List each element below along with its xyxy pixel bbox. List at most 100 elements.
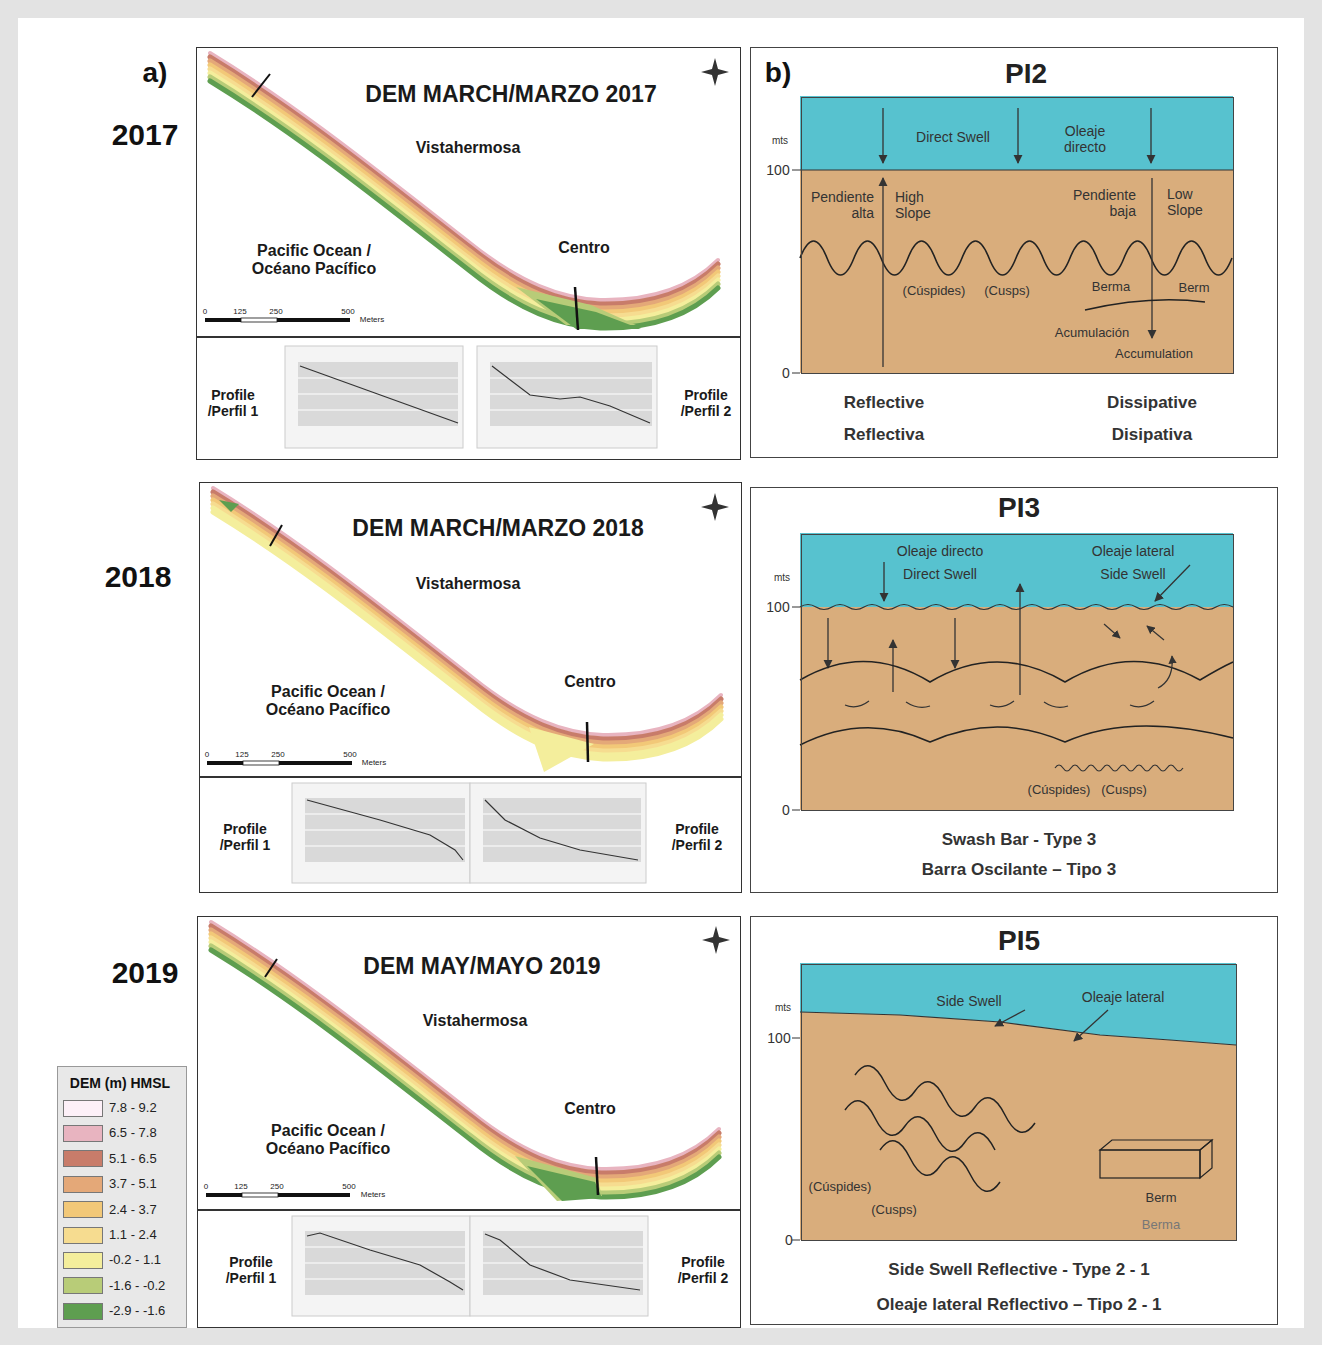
diagram-text: Direct Swell [903,566,977,582]
diagram-text: Acumulación [1055,326,1129,341]
scale-number: 125 [235,750,248,759]
diagram-text: Berm [1178,281,1209,296]
pi3-illustration-part [1104,624,1120,638]
scale-number: Meters [360,315,384,324]
pi2-illustration-part [800,170,1233,171]
dem-map-2019-part [206,1193,242,1197]
pi5-illustration-part [1100,1140,1212,1150]
place-name: Vistahermosa [416,575,521,593]
pi3-illustration-part [800,726,1233,745]
pi2-illustration-part [1017,108,1018,163]
profile-panel: Profile /Perfil 1Profile /Perfil 2 [196,337,741,460]
panel-letter: a) [143,57,168,89]
profile-charts-part [483,798,641,862]
scale-number: 500 [343,750,356,759]
dem-map-2017-part [205,318,241,322]
diagram-text: Berma [1092,280,1130,295]
dem-map-2019-part-part [211,934,719,1181]
profile-charts-part [305,798,465,862]
pi2-illustration-part [800,241,1232,275]
dem-map-2018-part [243,761,279,765]
scale-number: 0 [203,307,207,316]
dem-map-2018-part [279,761,352,765]
legend-text: -1.6 - -0.2 [109,1279,165,1292]
dem-map-2019-part [211,922,719,1201]
pi5-illustration-part [880,1141,1000,1192]
scale-number: Meters [361,1190,385,1199]
dem-map-2018-part-part [213,508,721,755]
ocean-name: Pacific Ocean / Océano Pacífico [253,683,403,720]
diagram-text: Reflective [844,393,924,413]
axis-label: mts [774,572,790,584]
profile-charts-part [298,362,458,426]
dem-map-2017-part [277,318,350,322]
pi3-illustration-part [1147,626,1164,640]
dem-map-2019-part [702,926,730,954]
dem-map-2018-part-part [213,496,721,743]
dem-map-2019-part-part [515,1156,602,1201]
legend-swatch [63,1176,103,1193]
dem-map-2018-part-part [213,504,721,751]
profile-label: Profile /Perfil 1 [203,387,263,419]
dem-map-2019-part-part [527,1166,602,1201]
profile-charts [285,346,657,1316]
diagram-text: Berm [1145,1191,1176,1206]
legend-swatch [63,1303,103,1320]
diagram-text: Side Swell [936,993,1001,1009]
scale-number: 500 [342,1182,355,1191]
scale-number: 125 [234,1182,247,1191]
scale-number: 250 [269,307,282,316]
dem-map-2017-part-part [210,73,718,320]
legend-text: 3.7 - 5.1 [109,1177,157,1190]
pi2-illustration-part [792,170,800,373]
legend-text: -2.9 - -1.6 [109,1304,165,1317]
scale-number: 500 [341,307,354,316]
dem-map-2017-part [210,53,718,329]
profile-charts-part [470,1216,648,1316]
legend-swatch [63,1227,103,1244]
dem-map-2019-part-part [211,938,719,1185]
place-name: Centro [564,673,616,691]
diagram-text: Barra Oscilante – Tipo 3 [922,860,1116,880]
legend-swatch [63,1252,103,1269]
pi2-illustration [792,96,1233,373]
profile-label: Profile /Perfil 2 [667,821,727,853]
legend-text: -0.2 - 1.1 [109,1253,161,1266]
profile-charts-part [483,1231,643,1295]
diagram-text: (Cusps) [984,284,1030,299]
dem-map-2019-part [596,1157,598,1195]
profile-label: Profile /Perfil 1 [215,821,275,853]
axis-label: mts [772,135,788,147]
profile-label: Profile /Perfil 2 [673,1254,733,1286]
diagram-text: Low Slope [1167,186,1217,218]
diagram-text: Accumulation [1115,347,1193,362]
dem-map-2019-part-part [211,942,719,1189]
pi3-illustration-part [800,605,1233,610]
pi5-illustration-part [800,1012,1236,1045]
panel-title: PI2 [1005,58,1047,90]
dem-map-2017-part [241,318,277,322]
diagram-text: Direct Swell [916,129,990,145]
pi3-illustration-part [883,562,884,601]
beach-state-panel: PI5Side Swell Reflective - Type 2 - 1Ole… [750,916,1278,1325]
pi2-illustration-part [1150,108,1151,163]
dem-map-2018-part [587,722,588,762]
profile-charts-part [470,783,646,883]
page-ground [18,18,1304,1328]
ocean-name: Pacific Ocean / Océano Pacífico [253,1122,403,1159]
map-title: DEM MARCH/MARZO 2017 [365,81,656,107]
axis-label: 100 [766,162,789,178]
pi3-illustration-part [800,607,1233,810]
profile-charts-part [307,1233,463,1290]
diagram-text: Side Swell [1100,566,1165,582]
diagram-text: (Cúspides) [809,1180,872,1195]
dem-map-2019-part-part [211,946,719,1193]
profile-panel: Profile /Perfil 1 Profile /Perfil 2 [199,777,742,893]
panel-title: PI5 [998,925,1040,957]
dem-map-2018-part [207,761,243,765]
profile-charts-part [292,1216,470,1316]
diagram-text: Pendiente alta [806,189,874,221]
scale-number: Meters [362,758,386,767]
map-title: DEM MAY/MAYO 2019 [363,953,600,979]
